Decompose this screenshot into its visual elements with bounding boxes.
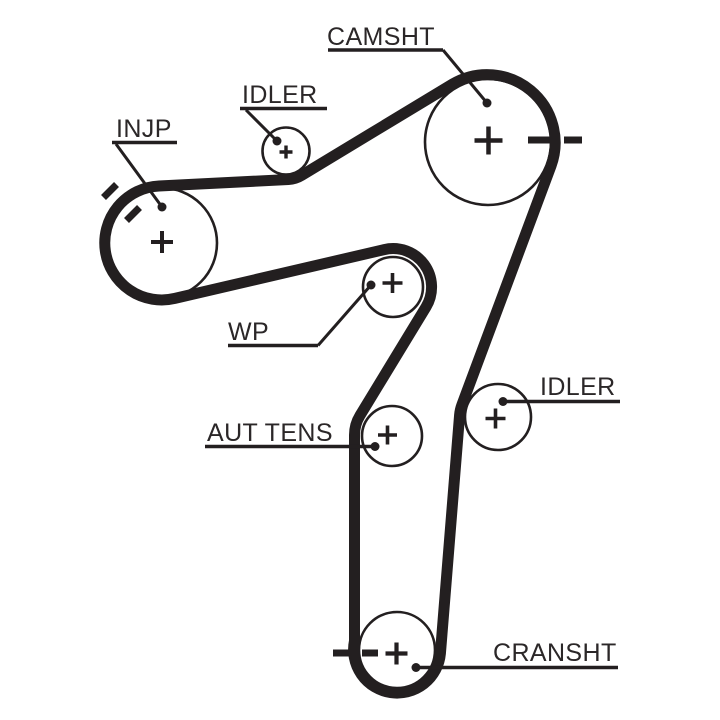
center-cross-water-pump [382, 273, 403, 293]
center-cross-injection-pump [151, 231, 173, 253]
idler-top-leader-dot [272, 136, 282, 146]
timing-marks-injection-pump [101, 182, 142, 223]
idler-top-leader-line [244, 108, 279, 143]
callout-auto-tensioner: AUT TENS [205, 419, 380, 451]
injection-pump-leader-dot [157, 202, 167, 212]
callout-camshaft: CAMSHT [327, 23, 492, 108]
crankshaft-label: CRANSHT [493, 639, 617, 667]
center-cross-idler-top [279, 145, 293, 159]
camshaft-label: CAMSHT [327, 23, 435, 51]
center-cross-crankshaft [385, 642, 408, 665]
crankshaft-leader-dot [411, 663, 421, 672]
idler-right-label: IDLER [540, 373, 616, 401]
injection-pump-label: INJP [116, 115, 172, 143]
callout-water-pump: WP [228, 280, 376, 348]
camshaft-leader-dot [482, 98, 492, 108]
auto-tensioner-leader-dot [370, 442, 380, 451]
idler-top-label: IDLER [242, 81, 318, 109]
center-cross-auto-tensioner [378, 425, 397, 445]
injection-pump-leader-line [114, 143, 164, 208]
callout-crankshaft: CRANSHT [411, 639, 618, 672]
callout-idler-right: IDLER [498, 373, 620, 406]
callout-idler-top: IDLER [240, 81, 327, 146]
water-pump-label: WP [228, 318, 269, 346]
callout-injection-pump: INJP [112, 115, 177, 212]
idler-right-leader-dot [498, 397, 508, 406]
water-pump-leader-dot [366, 280, 376, 290]
water-pump-leader-line [316, 284, 373, 347]
camshaft-leader-line [441, 49, 489, 104]
center-cross-idler-right [485, 408, 506, 429]
timing-belt [99, 69, 561, 699]
auto-tensioner-label: AUT TENS [207, 419, 333, 447]
center-cross-camshaft [474, 126, 503, 155]
